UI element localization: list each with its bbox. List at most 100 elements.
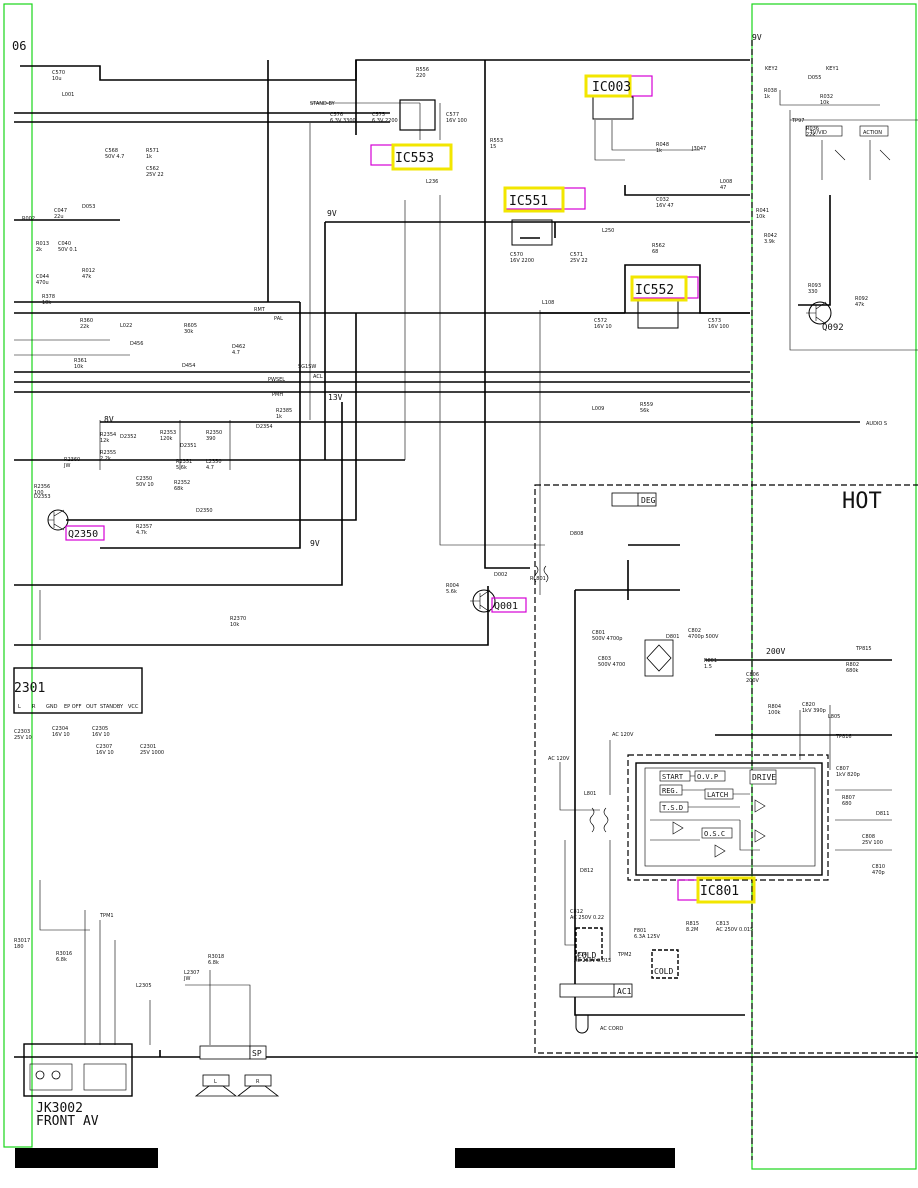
component-ref-label: R605 <box>184 323 197 329</box>
component-value-label: 1k <box>764 94 770 100</box>
component-value-label: 10k <box>42 300 51 306</box>
component-value-label: 22k <box>806 132 815 138</box>
component-ref-label: R013 <box>36 241 49 247</box>
speaker-section: SP L R <box>194 1045 280 1097</box>
component-ref-label: C573 <box>708 318 721 324</box>
component-ref-label: RL801 <box>530 576 546 582</box>
net-pal-label: PAL <box>274 316 283 322</box>
net-rmt-label: RMT <box>254 307 266 313</box>
ic552-label: IC552 <box>635 283 674 298</box>
component-value-label: 12k <box>100 438 109 444</box>
ic801-drive-label: DRIVE <box>752 773 776 782</box>
component-value-label: 1.5 <box>704 664 712 670</box>
hot-side-label: HOT <box>842 489 882 514</box>
component-value-label: 30k <box>184 329 193 335</box>
net-ac120v-b-label: AC 120V <box>548 756 570 762</box>
component-ref-label: C812 <box>570 909 583 915</box>
ic551-label: IC551 <box>509 194 548 209</box>
component-ref-label: C808 <box>862 834 875 840</box>
component-ref-label: R2385 <box>276 408 292 414</box>
speaker-right-label: R <box>256 1079 260 1085</box>
component-ref-label: D462 <box>232 344 245 350</box>
component-ref-label: R807 <box>842 795 855 801</box>
component-ref-label: R2352 <box>174 480 190 486</box>
component-value-label: 25V 1000 <box>140 750 164 756</box>
component-ref-label: R361 <box>74 358 87 364</box>
ic552-body <box>637 299 679 329</box>
component-value-label: 68 <box>652 249 658 255</box>
ic801-osc-label: O.S.C <box>704 830 725 838</box>
component-ref-label: C802 <box>688 628 701 634</box>
sp-label: SP <box>252 1049 262 1058</box>
q092-label: Q092 <box>822 323 844 333</box>
component-ref-label: R2357 <box>136 524 152 530</box>
component-value-label: 10k <box>756 214 765 220</box>
ic801-label: IC801 <box>700 884 739 899</box>
tv-vid-button-label: TV/VID <box>809 130 827 136</box>
component-value-label: 120k <box>160 436 173 442</box>
component-value-label: 680k <box>846 668 859 674</box>
net-standby-label: STAND-BY <box>310 101 336 107</box>
component-ref-label: D454 <box>182 363 195 369</box>
component-value-label: 2k <box>36 247 42 253</box>
component-ref-label: C577 <box>446 112 459 118</box>
component-ref-label: R3017 <box>14 938 30 944</box>
ic003-label: IC003 <box>592 80 631 95</box>
component-ref-label: C2305 <box>92 726 108 732</box>
component-ref-label: R092 <box>855 296 868 302</box>
component-value-label: JW <box>63 463 70 469</box>
ic801-reg-label: REG. <box>662 787 679 795</box>
component-ref-label: R012 <box>82 268 95 274</box>
deg-connector: DEG <box>611 492 657 507</box>
component-value-label: 8.2M <box>686 927 698 933</box>
component-value-label: 16V 100 <box>708 324 729 330</box>
component-value-label: 10k <box>230 622 239 628</box>
rail-9v-low-label: 9V <box>310 539 320 548</box>
component-ref-label: C562 <box>146 166 159 172</box>
component-value-label: 16V 10 <box>92 732 110 738</box>
component-ref-label: D808 <box>570 531 583 537</box>
component-ref-label: R2350 <box>206 430 222 436</box>
component-ref-label: C806 <box>746 672 759 678</box>
component-value-label: 25V 22 <box>570 258 588 264</box>
component-value-label: 680 <box>842 801 852 807</box>
component-value-label: 68k <box>174 486 183 492</box>
component-ref-label: C2304 <box>52 726 68 732</box>
component-value-label: 25V 10 <box>14 735 32 741</box>
rail-9v-top-label: 9V <box>752 33 762 42</box>
component-value-label: 4.7 <box>232 350 240 356</box>
ic551-body <box>511 219 553 246</box>
component-ref-label: L2350 <box>206 459 222 465</box>
cold-a-label: COLD <box>577 951 596 960</box>
component-ref-label: R3016 <box>56 951 72 957</box>
component-ref-label: D053 <box>82 204 95 210</box>
component-value-label: 10k <box>74 364 83 370</box>
component-ref-label: C044 <box>36 274 49 280</box>
component-value-label: 1k <box>276 414 282 420</box>
component-ref-label: L022 <box>120 323 132 329</box>
ic003-body <box>592 96 634 120</box>
component-ref-label: J3047 <box>691 146 706 152</box>
component-ref-label: D812 <box>580 868 593 874</box>
component-ref-label: R2354 <box>100 432 116 438</box>
ic553-label: IC553 <box>395 151 434 166</box>
line-filter <box>533 565 609 833</box>
net-audio-label: AUDIO S <box>866 421 887 427</box>
component-value-label: 15 <box>490 144 496 150</box>
component-ref-label: C807 <box>836 766 849 772</box>
cold-box-b: COLD <box>651 949 679 979</box>
q2350-label: Q2350 <box>68 529 98 540</box>
component-value-label: 470u <box>36 280 49 286</box>
component-value-label: 16V 2200 <box>510 258 534 264</box>
component-value-label: 6.8k <box>56 957 67 963</box>
component-ref-label: R036 <box>806 126 819 132</box>
ic553-callout: IC553 <box>370 143 453 171</box>
component-value-label: 16V 10 <box>52 732 70 738</box>
net-acl-label: ACL <box>313 374 323 380</box>
component-ref-label: D2352 <box>120 434 137 440</box>
cold-b-label: COLD <box>654 967 673 976</box>
ac1-label: AC1 <box>617 987 632 996</box>
component-value-label: 3.9k <box>764 239 775 245</box>
component-ref-label: C040 <box>58 241 71 247</box>
component-value-label: 4.7 <box>206 465 214 471</box>
